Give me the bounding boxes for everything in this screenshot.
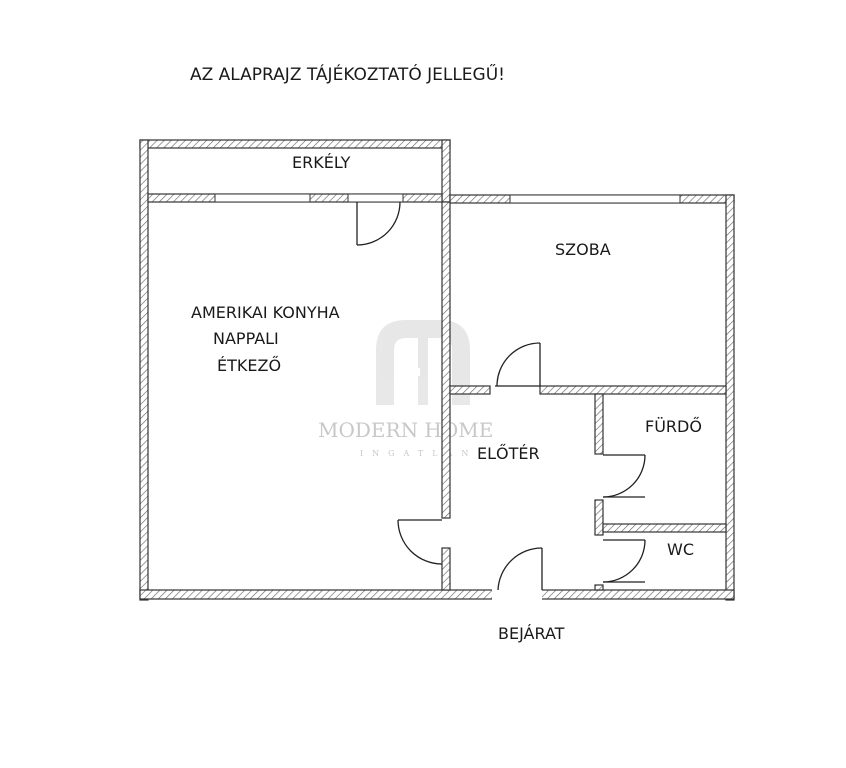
windows: [214, 193, 681, 204]
room-label-wc: WC: [667, 540, 694, 559]
entrance-label: BEJÁRAT: [498, 624, 565, 643]
room-label-living-line3: ÉTKEZŐ: [217, 355, 281, 375]
door-furdo: [602, 454, 646, 498]
room-label-furdo: FÜRDŐ: [645, 416, 702, 436]
door-szoba: [495, 342, 541, 387]
door-wc: [602, 539, 646, 583]
watermark-logo: [376, 320, 470, 405]
room-label-szoba: SZOBA: [555, 240, 611, 259]
room-label-living-line2: NAPPALI: [213, 329, 279, 348]
room-label-eloter: ELŐTÉR: [477, 443, 540, 463]
watermark-subtext: INGATLAN: [360, 449, 477, 458]
entrance-opening: [492, 589, 542, 600]
walls: [139, 139, 735, 601]
watermark-text: MODERN HOME: [318, 418, 493, 442]
doors: [356, 201, 646, 591]
door-entrance: [497, 547, 543, 591]
room-label-living-line1: AMERIKAI KONYHA: [191, 303, 340, 322]
room-label-erkely: ERKÉLY: [292, 153, 351, 172]
disclaimer-title: AZ ALAPRAJZ TÁJÉKOZTATÓ JELLEGŰ!: [190, 63, 505, 85]
door-living: [397, 519, 443, 565]
door-balcony: [356, 201, 401, 246]
